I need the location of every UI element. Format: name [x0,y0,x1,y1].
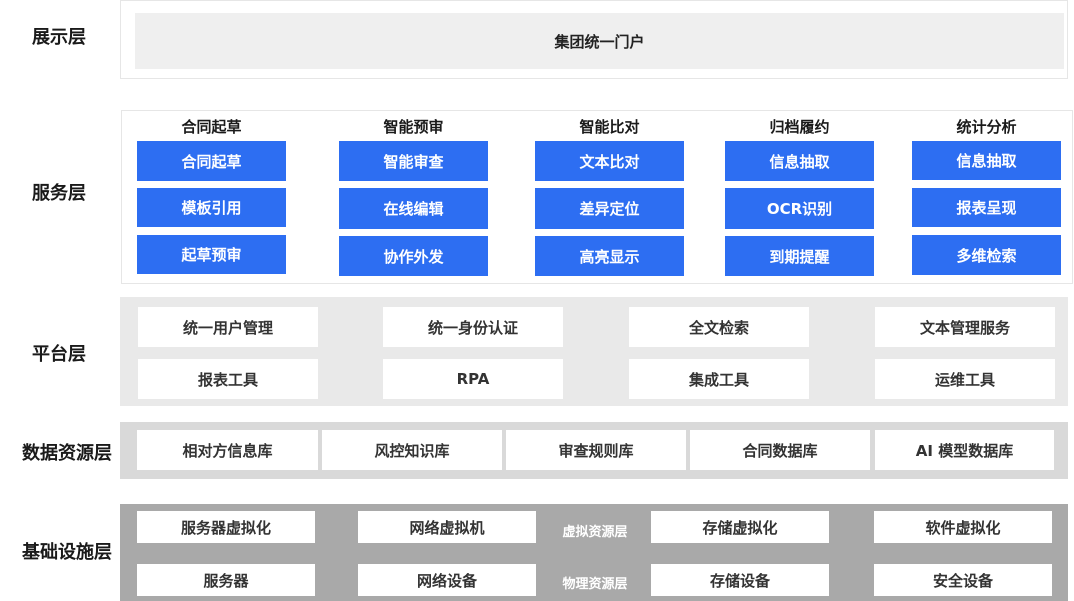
platform-item[interactable]: 统一用户管理 [138,307,318,347]
service-col-title: 智能比对 [579,118,640,136]
infra-item[interactable]: 存储设备 [651,564,829,596]
layer-label-infra: 基础设施层 [22,542,112,563]
service-item[interactable]: 在线编辑 [339,188,488,229]
infra-item[interactable]: 存储虚拟化 [651,511,829,543]
infra-item[interactable]: 服务器虚拟化 [137,511,315,543]
service-item[interactable]: 差异定位 [535,188,684,229]
service-item[interactable]: 文本比对 [535,141,684,181]
portal-box[interactable]: 集团统一门户 [135,13,1064,69]
service-col-title: 统计分析 [956,118,1017,136]
virtual-resource-layer-label: 虚拟资源层 [562,525,628,540]
data-item[interactable]: 风控知识库 [322,430,502,470]
service-item[interactable]: 报表呈现 [912,188,1061,227]
service-item[interactable]: OCR识别 [725,188,874,229]
service-item[interactable]: 到期提醒 [725,236,874,276]
data-item[interactable]: 审查规则库 [506,430,686,470]
data-item[interactable]: 合同数据库 [690,430,870,470]
service-col-title: 归档履约 [769,118,830,136]
service-item[interactable]: 信息抽取 [912,141,1061,180]
service-item[interactable]: 起草预审 [137,235,286,274]
platform-item[interactable]: 全文检索 [629,307,809,347]
service-item[interactable]: 合同起草 [137,141,286,181]
platform-item[interactable]: 统一身份认证 [383,307,563,347]
physical-resource-layer-label: 物理资源层 [562,577,628,592]
infra-item[interactable]: 软件虚拟化 [874,511,1052,543]
service-item[interactable]: 信息抽取 [725,141,874,181]
infra-item[interactable]: 服务器 [137,564,315,596]
service-item[interactable]: 高亮显示 [535,236,684,276]
infra-item[interactable]: 网络设备 [358,564,536,596]
layer-label-platform: 平台层 [32,344,86,365]
service-item[interactable]: 模板引用 [137,188,286,227]
data-item[interactable]: AI 模型数据库 [875,430,1054,470]
layer-label-data: 数据资源层 [22,443,112,464]
service-col-title: 合同起草 [181,118,242,136]
infra-item[interactable]: 安全设备 [874,564,1052,596]
platform-item[interactable]: 文本管理服务 [875,307,1055,347]
service-col-title: 智能预审 [383,118,444,136]
service-item[interactable]: 智能审查 [339,141,488,181]
platform-item[interactable]: 报表工具 [138,359,318,399]
layer-label-presentation: 展示层 [32,27,86,48]
platform-item[interactable]: 集成工具 [629,359,809,399]
platform-item[interactable]: 运维工具 [875,359,1055,399]
infra-item[interactable]: 网络虚拟机 [358,511,536,543]
layer-label-service: 服务层 [32,183,86,204]
service-item[interactable]: 协作外发 [339,236,488,276]
platform-item[interactable]: RPA [383,359,563,399]
data-item[interactable]: 相对方信息库 [137,430,318,470]
service-item[interactable]: 多维检索 [912,235,1061,275]
